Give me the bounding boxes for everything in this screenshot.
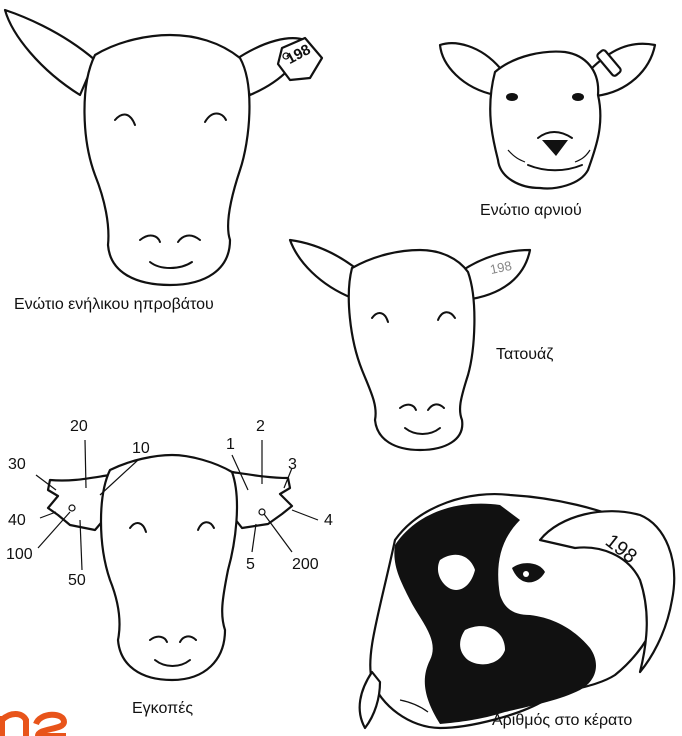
label-notches: Εγκοπές [132,700,193,718]
label-lamb-ear-tag: Ενώτιο αρνιού [480,202,582,220]
label-adult-ear-tag: Ενώτιο ενήλικου ηπροβάτου [14,296,214,314]
notch-code-3: 3 [288,456,297,474]
notch-code-2: 2 [256,418,265,436]
notch-code-5: 5 [246,556,255,574]
notch-code-30: 30 [8,456,26,474]
label-horn-number: Αριθμός στο κέρατο [492,712,632,730]
notch-code-100: 100 [6,546,33,564]
lamb-head [440,43,655,188]
notch-code-4: 4 [324,512,333,530]
notch-code-50: 50 [68,572,86,590]
notch-code-40: 40 [8,512,26,530]
notch-code-1: 1 [226,436,235,454]
notch-code-20: 20 [70,418,88,436]
notch-sheep-head [48,455,292,680]
horned-sheep-head [360,494,675,728]
notch-code-200: 200 [292,556,319,574]
adult-sheep-head [5,10,305,285]
cropped-red-text-fragment [2,714,66,736]
label-tattoo: Τατουάζ [496,346,553,364]
notch-code-10: 10 [132,440,150,458]
